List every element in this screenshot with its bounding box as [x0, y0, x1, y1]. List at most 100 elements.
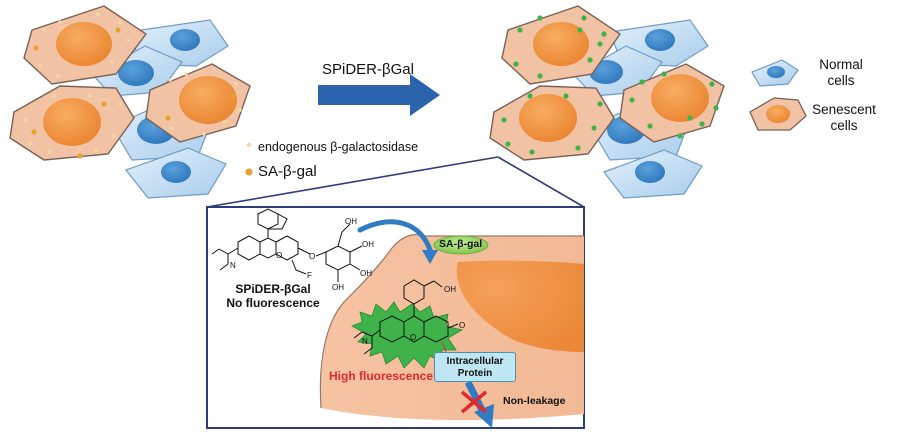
- zoom-line-right: [497, 156, 585, 208]
- normal-nucleus-legend: [767, 66, 785, 78]
- phenolate-oxygen: O: [459, 321, 465, 330]
- senescent-nucleus: [179, 76, 237, 124]
- non-leakage-label: Non-leakage: [503, 395, 566, 407]
- endogenous-dot: [94, 148, 98, 152]
- normal-nucleus: [635, 161, 665, 183]
- fluorescent-dot: [513, 61, 519, 67]
- endogenous-dot: [112, 134, 116, 138]
- fluorescent-dot: [529, 149, 535, 155]
- sa-dot: [165, 115, 171, 121]
- leakage-arrowhead: [474, 404, 494, 428]
- endogenous-dot: [238, 108, 242, 112]
- endogenous-legend-label: endogenous β-galactosidase: [258, 140, 419, 154]
- fluorescent-dot: [575, 145, 581, 151]
- endogenous-dot: [58, 20, 62, 24]
- uptake-arrow: [357, 219, 433, 253]
- fluorescent-dot: [587, 57, 593, 63]
- enzyme-dots-left: [24, 12, 242, 159]
- normal-nucleus: [118, 60, 154, 86]
- zoom-line-left: [206, 156, 499, 208]
- senescent-nucleus: [533, 22, 589, 66]
- product-hydroxyl: OH: [444, 285, 456, 294]
- endogenous-dot: [118, 20, 122, 24]
- normal-nucleus: [170, 29, 200, 51]
- endogenous-dot: [88, 94, 92, 98]
- enzyme-tag-label: SA-β-gal: [439, 238, 483, 250]
- hydroxyl-4: OH: [332, 283, 344, 292]
- nitrogen-atom: N: [230, 261, 236, 270]
- probe-name-label: SPiDER-βGal: [235, 282, 311, 296]
- treatment-arrow: [318, 74, 440, 116]
- fluorescent-dot: [699, 121, 705, 127]
- fluorescent-dot: [713, 105, 719, 111]
- fluorescent-dot: [517, 27, 523, 33]
- endogenous-dot: [170, 126, 174, 130]
- enzyme-tag: [433, 235, 489, 255]
- hydroxyl-1: OH: [345, 217, 357, 226]
- fluorescent-dot: [647, 123, 653, 129]
- normal-nucleus: [645, 29, 675, 51]
- endogenous-dot: [38, 64, 42, 68]
- fluorescent-dot: [661, 71, 667, 77]
- senescent-nucleus: [651, 74, 709, 122]
- sa-dot: [115, 27, 121, 33]
- sa-dot: [101, 101, 107, 107]
- endogenous-dot: [28, 142, 32, 146]
- endogenous-dot: [222, 120, 226, 124]
- fluorescent-dot: [527, 93, 533, 99]
- endogenous-dot: [24, 118, 28, 122]
- fluorescent-dot: [677, 133, 683, 139]
- fluorescent-dot: [501, 117, 507, 123]
- sa-dot-legend: [245, 168, 253, 176]
- fluorescent-dot: [709, 81, 715, 87]
- uptake-arrowhead: [422, 250, 438, 264]
- fluorescent-dot: [577, 27, 583, 33]
- probe-state-label: No fluorescence: [226, 296, 320, 310]
- senescent-nucleus: [519, 94, 577, 142]
- left-cell-cluster: [9, 5, 251, 199]
- fluorescent-dot: [601, 31, 607, 37]
- normal-cells-label: Normal cells: [819, 57, 863, 88]
- endogenous-dot-legend: [246, 142, 252, 148]
- fluorescent-dots-right: [501, 15, 719, 155]
- fluorescent-dot: [581, 15, 587, 21]
- inset-cell-membrane: [319, 233, 584, 409]
- senescent-cells-label: Senescent cells: [812, 102, 876, 133]
- endogenous-dot: [168, 78, 172, 82]
- treatment-label: SPiDER-βGal: [322, 61, 414, 78]
- fluorescent-dot: [629, 97, 635, 103]
- fluorescent-dot: [591, 125, 597, 131]
- senescent-nucleus-legend: [766, 105, 790, 123]
- endogenous-dot: [118, 102, 122, 106]
- fluorescent-dot: [687, 115, 693, 121]
- endogenous-dot: [56, 74, 60, 78]
- sa-legend-label: SA-β-gal: [258, 163, 317, 180]
- endogenous-dot: [126, 38, 130, 42]
- senescent-nucleus: [56, 22, 112, 66]
- endogenous-dot: [202, 132, 206, 136]
- fluorescent-dot: [563, 93, 569, 99]
- inset-nucleus: [456, 260, 584, 352]
- probe-structure: [211, 208, 363, 282]
- fluorescent-dot: [597, 41, 603, 47]
- sa-dot: [31, 129, 37, 135]
- product-ring-oxygen: O: [410, 333, 416, 342]
- fluorescent-dot: [597, 101, 603, 107]
- fluorescent-dot: [639, 79, 645, 85]
- endogenous-dot: [110, 60, 114, 64]
- right-cell-cluster: [489, 5, 725, 199]
- senescent-nucleus: [43, 98, 101, 146]
- intracellular-protein-box: Intracellular Protein: [434, 352, 516, 382]
- sa-dot: [77, 153, 83, 159]
- glycoside-oxygen: O: [309, 252, 315, 261]
- hydroxyl-3: OH: [360, 269, 372, 278]
- fluorescent-dot: [537, 73, 543, 79]
- fluorescent-dot: [505, 141, 511, 147]
- high-fluorescence-label: High fluorescence: [329, 369, 434, 383]
- endogenous-dot: [52, 94, 56, 98]
- sa-dot: [33, 45, 39, 51]
- endogenous-dot: [48, 150, 52, 154]
- endogenous-dot: [96, 12, 100, 16]
